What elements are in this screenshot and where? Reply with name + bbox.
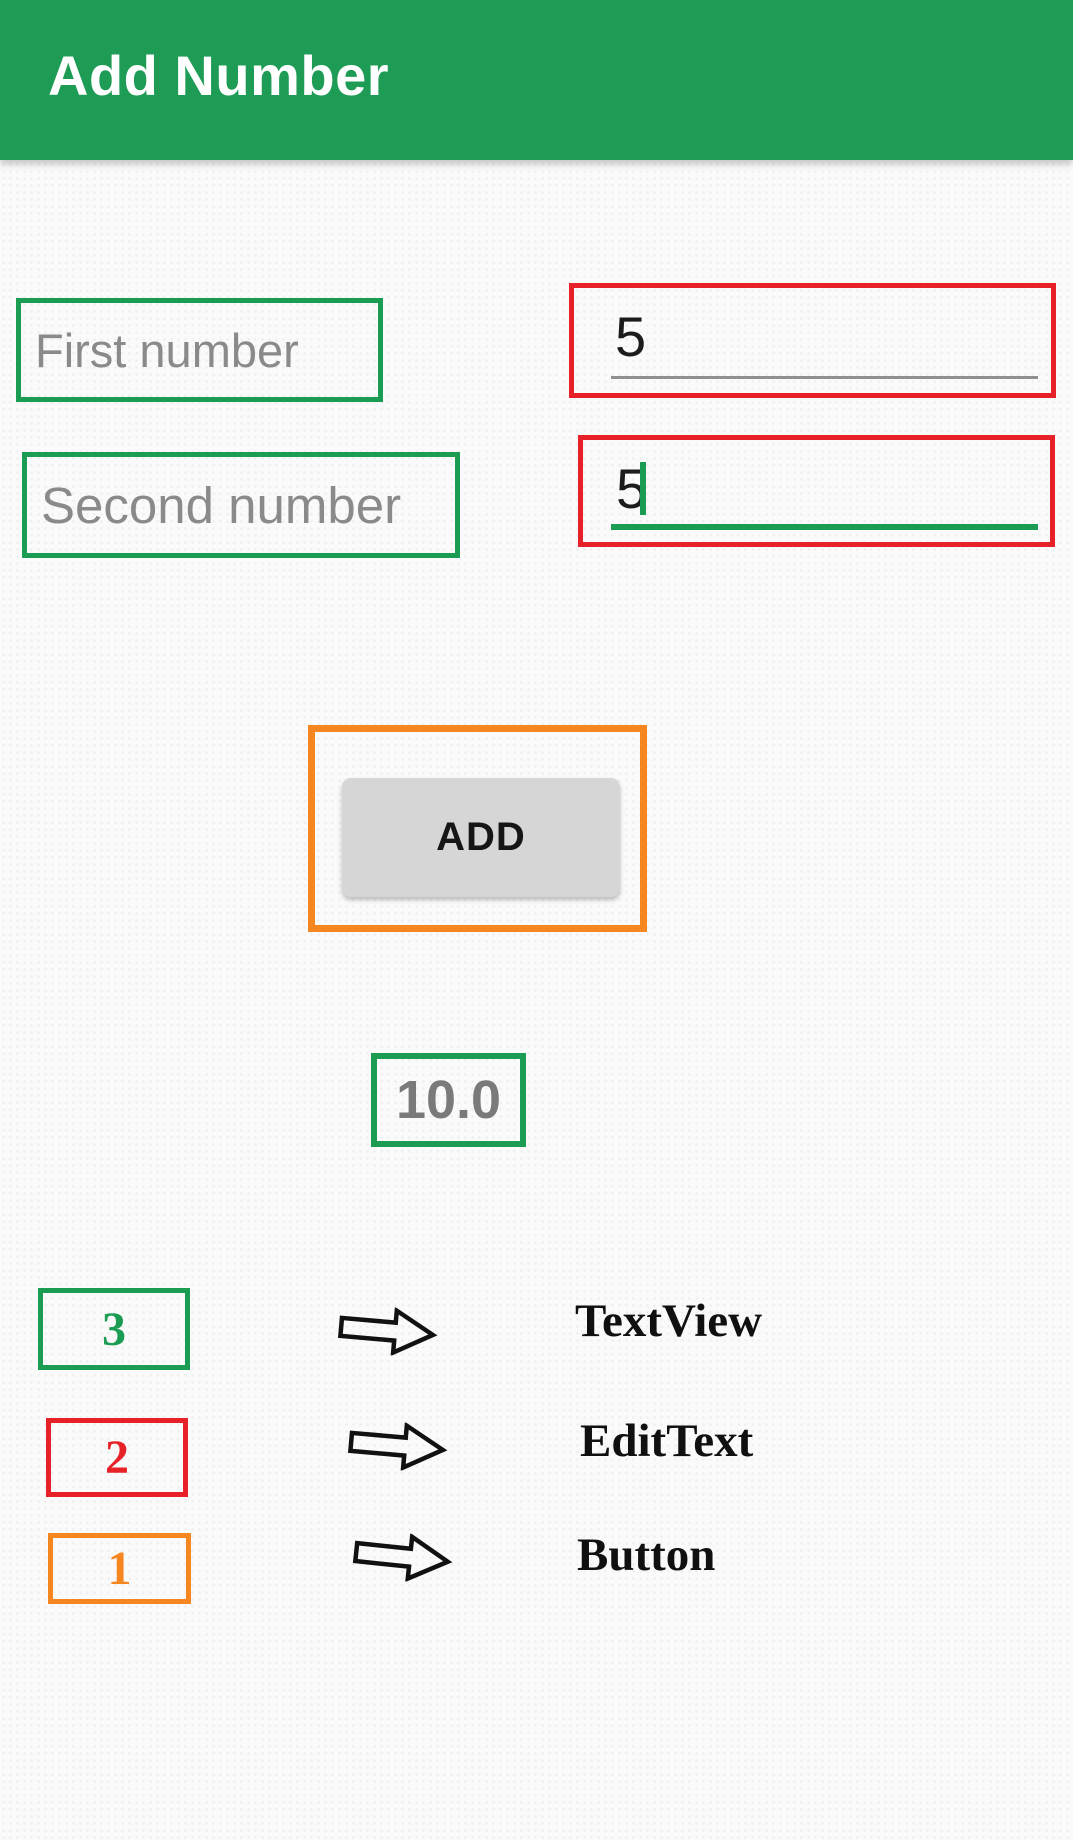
first-number-input[interactable] bbox=[615, 304, 1035, 368]
second-input-underline-focused bbox=[611, 524, 1038, 530]
legend-number-box-textview: 3 bbox=[38, 1288, 190, 1370]
legend-number-3: 3 bbox=[102, 1302, 126, 1356]
annotation-box-add-button bbox=[308, 725, 647, 932]
legend-number-box-button: 1 bbox=[48, 1533, 191, 1604]
second-number-label: Second number bbox=[41, 476, 402, 534]
app-title: Add Number bbox=[48, 44, 389, 107]
arrow-right-icon bbox=[347, 1421, 448, 1472]
annotation-box-first-edittext bbox=[569, 283, 1056, 398]
annotation-box-first-label: First number bbox=[16, 298, 383, 402]
arrow-right-icon bbox=[352, 1532, 453, 1583]
first-input-underline bbox=[611, 376, 1038, 379]
legend-number-2: 2 bbox=[105, 1431, 129, 1484]
annotation-box-second-label: Second number bbox=[22, 452, 460, 558]
first-number-label: First number bbox=[35, 323, 299, 377]
legend-number-box-edittext: 2 bbox=[46, 1418, 188, 1497]
arrow-right-icon bbox=[337, 1306, 438, 1357]
legend-label-button: Button bbox=[577, 1529, 716, 1581]
annotation-box-result: 10.0 bbox=[371, 1053, 526, 1147]
app-bar: Add Number bbox=[0, 0, 1073, 160]
result-text: 10.0 bbox=[395, 1070, 502, 1130]
legend-number-1: 1 bbox=[107, 1542, 132, 1595]
legend-label-textview: TextView bbox=[575, 1295, 763, 1347]
legend-label-edittext: EditText bbox=[580, 1415, 754, 1467]
annotation-box-second-edittext bbox=[578, 435, 1055, 547]
second-number-input[interactable] bbox=[616, 456, 1036, 520]
text-cursor bbox=[640, 462, 646, 515]
add-button[interactable]: ADD bbox=[342, 778, 620, 897]
